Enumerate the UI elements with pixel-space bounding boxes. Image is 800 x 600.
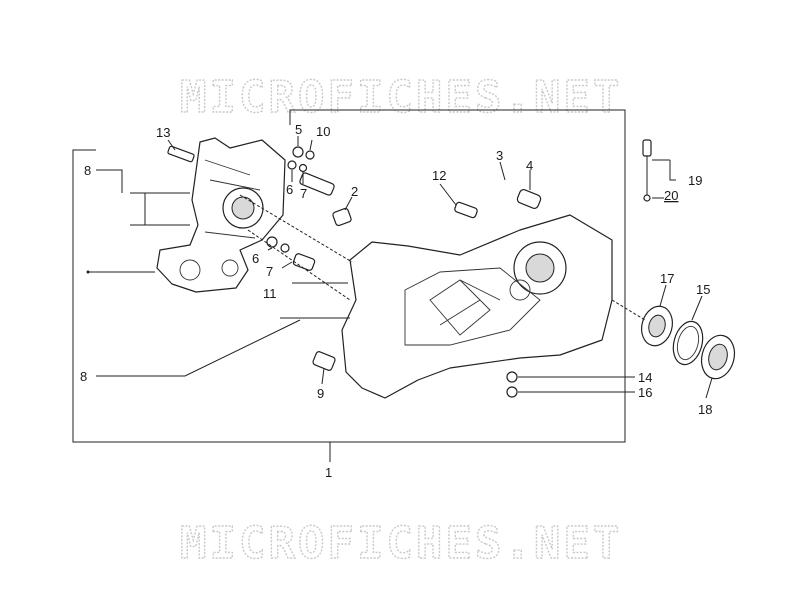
bolt-13 <box>167 145 195 163</box>
callout-8b: 8 <box>80 369 87 384</box>
washer-7a <box>298 163 308 173</box>
callout-11: 11 <box>263 286 277 301</box>
left-crankcase-half <box>156 137 286 293</box>
plug-14 <box>506 371 518 383</box>
dowel-12 <box>454 201 478 219</box>
callout-3: 3 <box>496 148 503 163</box>
callout-13: 13 <box>156 125 170 140</box>
dipstick <box>642 139 676 202</box>
callout-18: 18 <box>698 402 712 417</box>
washer-6a <box>287 160 297 170</box>
callout-7a: 7 <box>300 186 307 201</box>
callout-12: 12 <box>432 168 446 183</box>
callout-6a: 6 <box>286 182 293 197</box>
studs <box>86 192 353 319</box>
bearing-17 <box>641 305 673 347</box>
bushing-9 <box>312 351 336 371</box>
callout-19: 19 <box>688 173 702 188</box>
callout-8a: 8 <box>84 163 91 178</box>
callout-2: 2 <box>351 184 358 199</box>
dowel-3 <box>299 172 335 196</box>
washer-10 <box>305 150 315 160</box>
callouts: 1 2 3 4 5 6 6 7 7 8 8 9 10 11 12 13 14 1… <box>80 122 712 480</box>
callout-17: 17 <box>660 271 674 286</box>
callout-20: 20 <box>664 188 678 203</box>
right-crankcase-half <box>341 214 613 399</box>
washer-7b <box>280 243 290 253</box>
callout-16: 16 <box>638 385 652 400</box>
watermark-top: MICROFICHES.NET <box>180 72 622 123</box>
plug-16 <box>506 386 518 398</box>
callout-4: 4 <box>526 158 533 173</box>
washer-5 <box>292 146 304 158</box>
bushing-2 <box>332 207 352 227</box>
assembly-bracket <box>72 109 626 462</box>
callout-6b: 6 <box>252 251 259 266</box>
callout-15: 15 <box>696 282 710 297</box>
bushing-11 <box>292 253 316 271</box>
bushings <box>167 145 542 398</box>
callout-7b: 7 <box>266 264 273 279</box>
callout-9: 9 <box>317 386 324 401</box>
callout-14: 14 <box>638 370 652 385</box>
callout-5: 5 <box>295 122 302 137</box>
washer-6b <box>266 236 278 248</box>
callout-10: 10 <box>316 124 330 139</box>
seal-15 <box>672 320 704 366</box>
leader-lines <box>96 136 713 399</box>
watermark-bottom: MICROFICHES.NET <box>180 518 622 569</box>
bushing-4 <box>516 188 542 210</box>
callout-1: 1 <box>325 465 332 480</box>
